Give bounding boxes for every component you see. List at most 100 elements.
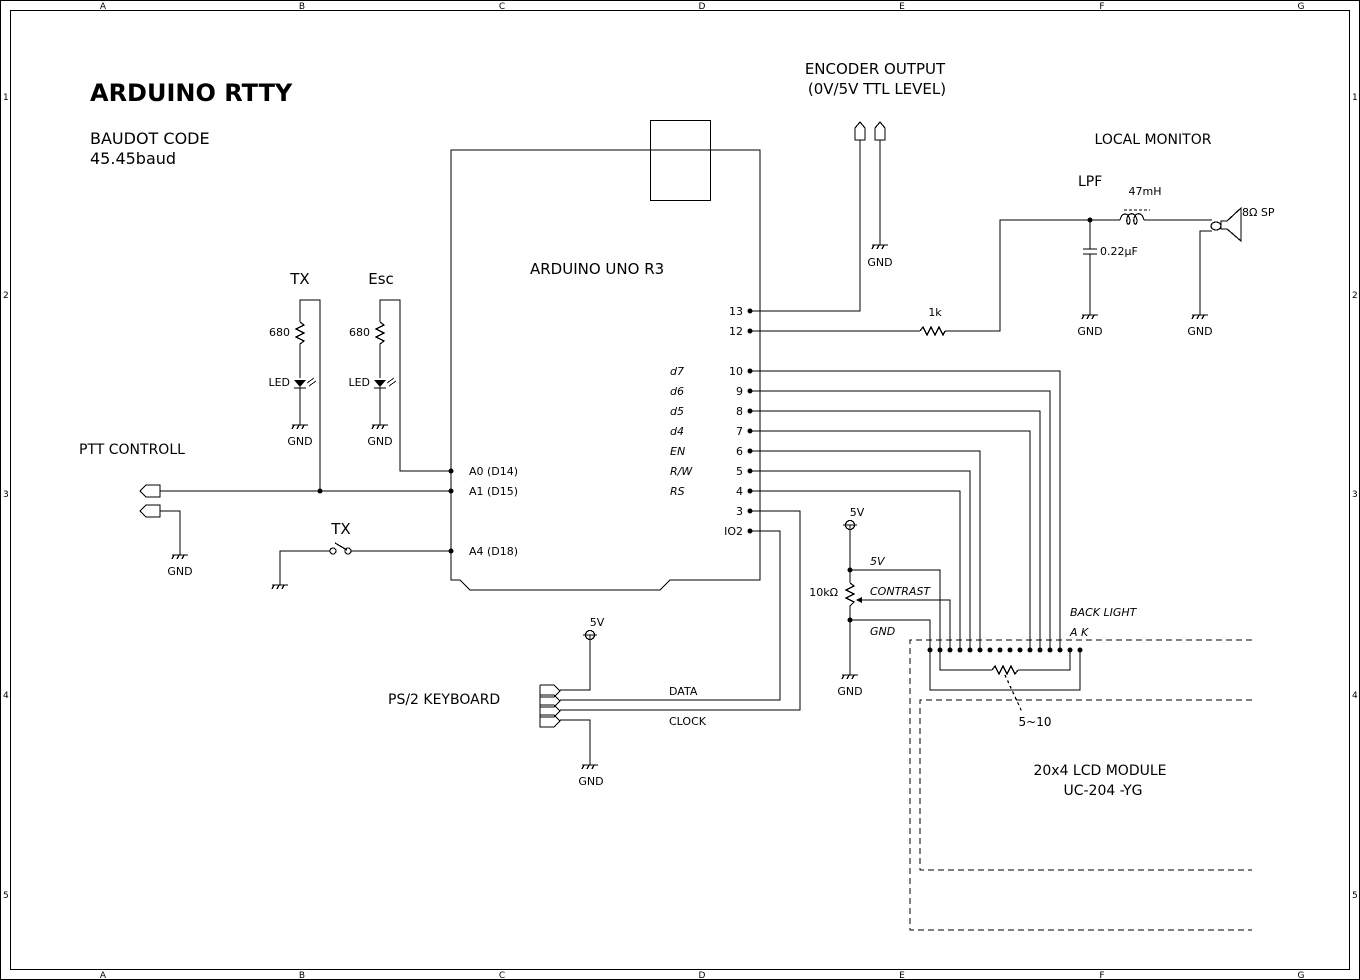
pot-label: 10kΩ: [809, 586, 838, 599]
frame-row-2-left: 2: [3, 291, 9, 301]
capacitor-gnd-label: GND: [1077, 325, 1102, 338]
lcd-pin-14: [1057, 647, 1063, 653]
ps2-clock-label: CLOCK: [669, 715, 707, 728]
frame-row-2-right: 2: [1352, 291, 1358, 301]
esc-led-part-label: LED: [348, 376, 370, 389]
frame-column-d-bottom: D: [699, 971, 706, 980]
arduino-outline: [450, 149, 761, 591]
lcd-pin-11: [1027, 647, 1033, 653]
tx-led-part-label: LED: [268, 376, 290, 389]
ground-icon: [171, 554, 188, 560]
pin-9-label: 9: [736, 385, 743, 398]
esc-led-label: Esc: [368, 270, 394, 288]
encoder-gnd-terminal: [874, 121, 886, 141]
frame-column-g-bottom: G: [1298, 971, 1305, 980]
local-monitor: LOCAL MONITOR LPF 1k 47mH 0.22µF GND 8Ω …: [760, 132, 1275, 338]
capacitor-icon: [1083, 220, 1097, 315]
pin-a1-label: A1 (D15): [469, 485, 518, 498]
lcd-pin-4: [957, 647, 963, 653]
pot-wiper-arrow: [856, 597, 862, 603]
signal-d7-label: d7: [670, 365, 684, 378]
backlight-resistor-icon: [991, 664, 1019, 676]
switch-lever-icon[interactable]: [334, 542, 348, 551]
tx-switch: TX: [271, 520, 451, 590]
wire-d7-lcd: [760, 370, 1061, 650]
ptt-control: PTT CONTROLL GND: [79, 442, 451, 578]
led-icon: [374, 377, 397, 425]
lcd-data-wires: [760, 370, 1061, 650]
tx-led-gnd-label: GND: [287, 435, 312, 448]
wire-ps2-clock-pin3: [560, 510, 801, 711]
tx-resistor-icon: [294, 321, 306, 378]
signal-d6-label: d6: [670, 385, 684, 398]
encoder-output: ENCODER OUTPUT (0V/5V TTL LEVEL) GND: [760, 60, 946, 312]
wire-ptt-gnd: [160, 510, 181, 555]
line-gnd-label: GND: [870, 625, 895, 638]
inductor-icon: [1119, 209, 1150, 225]
signal-d4-label: d4: [670, 425, 684, 438]
tx-led-label: TX: [289, 270, 309, 288]
lcd-module-outline: [909, 639, 1252, 931]
usb-connector: [649, 119, 712, 202]
ptt-junction-dot: [317, 488, 323, 494]
pin-8-label: 8: [736, 405, 743, 418]
lcd-pin-7: [987, 647, 993, 653]
frame-column-e-bottom: E: [899, 971, 905, 980]
wire-pin13-encoder: [760, 140, 861, 312]
lcd-pin-3: [947, 647, 953, 653]
local-monitor-title: LOCAL MONITOR: [1095, 132, 1212, 148]
tx-switch-label: TX: [330, 520, 350, 538]
pin-io2-label: IO2: [724, 525, 743, 538]
wire-d4-lcd: [760, 430, 1031, 650]
switch-contact-left: [329, 547, 337, 555]
pin-a4-label: A4 (D18): [469, 545, 518, 558]
ground-icon: [271, 584, 288, 590]
wire-rs-lcd: [760, 490, 961, 650]
arduino-label: ARDUINO UNO R3: [530, 260, 664, 278]
capacitor-label: 0.22µF: [1100, 245, 1138, 258]
ground-icon: [841, 674, 858, 680]
lcd-pin-8: [997, 647, 1003, 653]
lcd-pin-5: [967, 647, 973, 653]
frame-column-g-top: G: [1298, 2, 1305, 12]
contrast-vcc-label: 5V: [850, 506, 865, 519]
vcc-icon: [560, 629, 597, 691]
lcd-pin-10: [1017, 647, 1023, 653]
inner-border: [9, 9, 1351, 971]
frame-column-e-top: E: [899, 2, 905, 12]
wire-tx-led: [299, 299, 321, 491]
wire-switch-gnd: [279, 550, 330, 585]
pin-7-label: 7: [736, 425, 743, 438]
pin-4-label: 4: [736, 485, 743, 498]
ground-icon: [871, 244, 888, 250]
ground-icon: [371, 424, 388, 430]
encoder-output-level-label: (0V/5V TTL LEVEL): [808, 80, 946, 98]
wire-resistor-lpf: [945, 219, 1120, 332]
resistor-1k-label: 1k: [928, 306, 942, 319]
subtitle-baudot: BAUDOT CODE: [90, 129, 210, 148]
pin-3-label: 3: [736, 505, 743, 518]
potentiometer-icon: [844, 582, 856, 675]
ptt-signal-terminal: [139, 484, 161, 498]
frame-column-d-top: D: [699, 2, 706, 12]
pin-13-label: 13: [729, 305, 743, 318]
pin-5-label: 5: [736, 465, 743, 478]
frame-row-5-left: 5: [3, 891, 9, 901]
frame-row-1-right: 1: [1352, 93, 1358, 103]
wire-esc-led: [379, 299, 451, 472]
wire-speaker-gnd: [1199, 230, 1212, 315]
ps2-gnd-label: GND: [578, 775, 603, 788]
tx-led-circuit: TX 680 LED GND: [268, 270, 321, 491]
pin-6-label: 6: [736, 445, 743, 458]
wire-backlight-cathode: [929, 650, 1081, 691]
led-icon: [294, 377, 317, 425]
encoder-output-label: ENCODER OUTPUT: [805, 60, 946, 78]
signal-d5-label: d5: [670, 405, 684, 418]
resistor-1k-icon: [919, 325, 946, 337]
tx-resistor-label: 680: [269, 326, 290, 339]
backlight-label: BACK LIGHT: [1070, 606, 1138, 619]
pin-a0-label: A0 (D14): [469, 465, 518, 478]
